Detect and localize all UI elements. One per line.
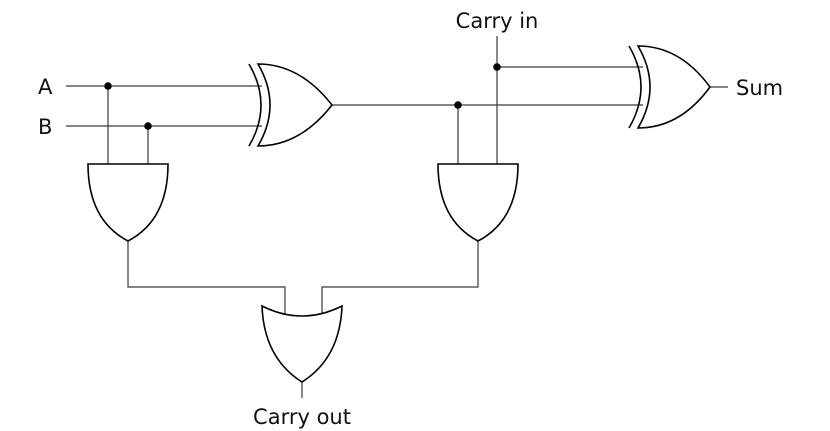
label-input-a: A <box>38 75 53 99</box>
label-sum: Sum <box>736 76 783 100</box>
wire-and1-to-or <box>127 240 286 316</box>
junction-dot-carry-in <box>493 63 501 71</box>
xor-gate-2 <box>628 45 711 129</box>
and-gate-1 <box>87 163 169 242</box>
and-gate-2 <box>437 163 519 242</box>
junctions <box>104 63 501 130</box>
xor-gate-1 <box>248 63 334 147</box>
wires <box>66 36 728 398</box>
or-gate <box>261 304 343 383</box>
label-carry-out: Carry out <box>253 405 351 429</box>
wire-and2-to-or <box>321 240 479 316</box>
junction-dot-xor1-out <box>454 101 462 109</box>
label-carry-in: Carry in <box>456 9 539 33</box>
junction-dot-a <box>104 82 112 90</box>
junction-dot-b <box>144 122 152 130</box>
label-input-b: B <box>38 115 52 139</box>
